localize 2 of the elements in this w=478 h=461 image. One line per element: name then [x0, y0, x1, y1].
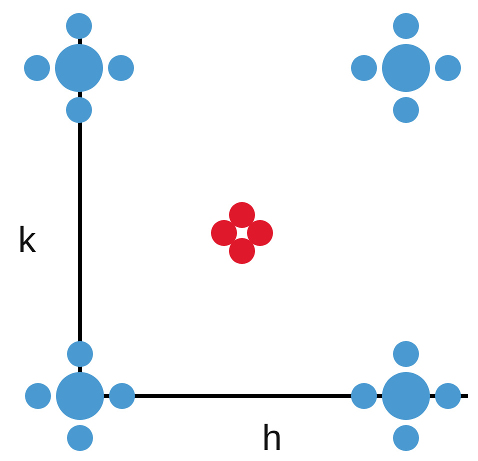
axis-label: k — [18, 222, 36, 258]
axis-label: h — [262, 420, 282, 456]
